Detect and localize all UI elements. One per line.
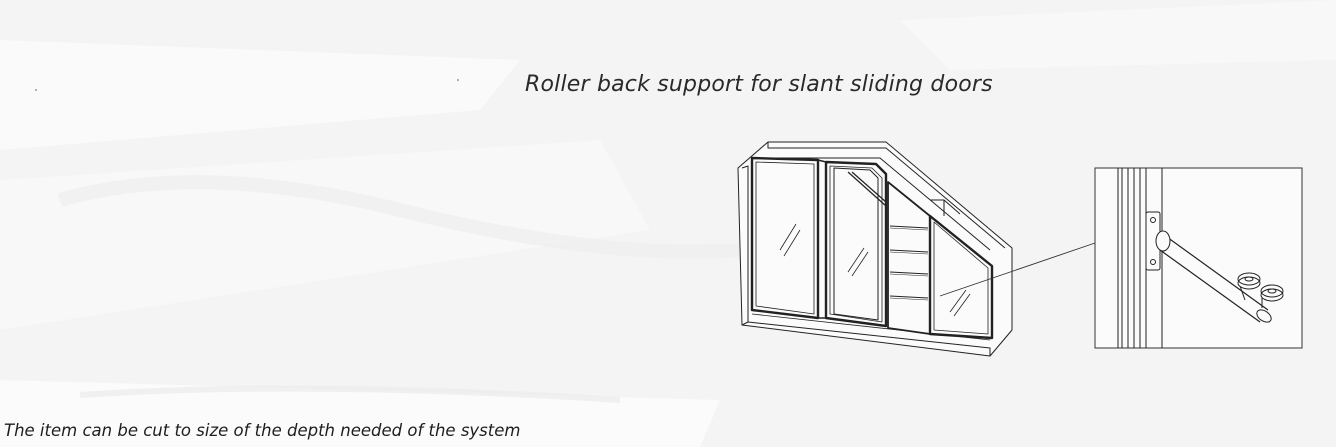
slant-wardrobe-with-roller-detail: [737, 141, 1303, 357]
cut-to-size-note: The item can be cut to size of the depth…: [4, 421, 521, 440]
wardrobe-cabinet: [737, 141, 1013, 357]
roller-wheels: [1237, 272, 1284, 308]
diagram-title: Roller back support for slant sliding do…: [525, 72, 993, 97]
roller-detail-view: [1094, 167, 1303, 349]
leader-line: [939, 242, 1096, 297]
wardrobe-illustration: [735, 135, 1310, 360]
